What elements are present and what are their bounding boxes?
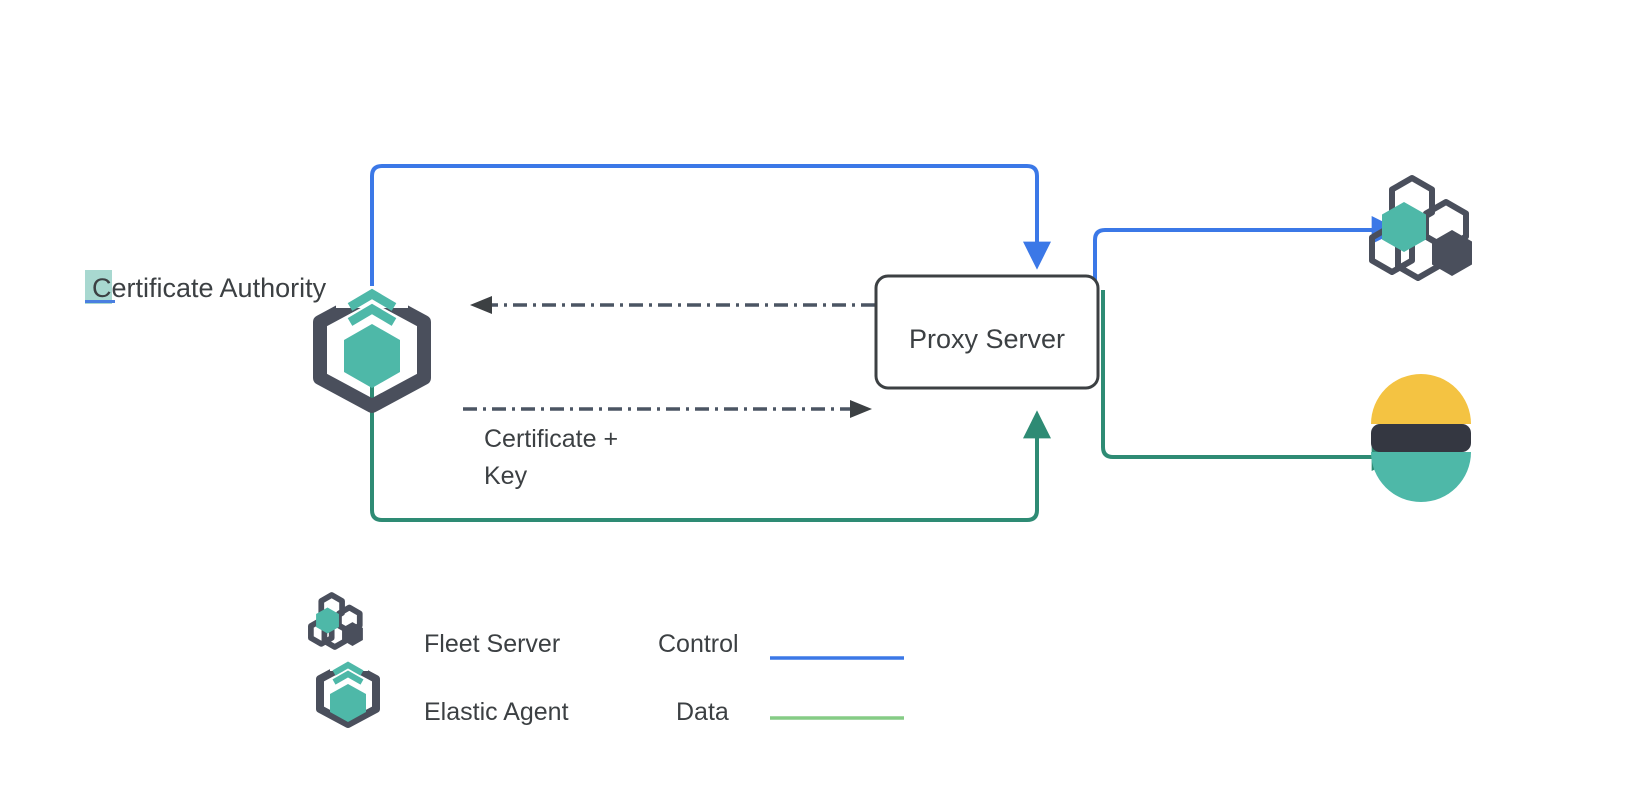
data-path-proxy-es: [1101, 290, 1400, 471]
control-path-proxy-fleet: [1093, 216, 1400, 290]
dashed-arrowhead-right: [850, 400, 872, 418]
node-label-proxy-server: Proxy Server: [909, 324, 1065, 354]
node-elasticsearch[interactable]: [1371, 374, 1471, 502]
edge-control-ca-to-proxy[interactable]: [370, 164, 1051, 290]
selection-underline: [85, 300, 115, 303]
edge-data-ca-to-proxy[interactable]: [370, 385, 1051, 522]
edge-label-certificate-key-line1: Certificate +: [484, 425, 618, 453]
fleet-server-icon: [1369, 175, 1472, 281]
elasticsearch-yellow-arc: [1371, 374, 1471, 424]
dashed-arrowhead-left: [470, 296, 492, 314]
legend: Fleet Server Elastic Agent Control: [308, 592, 904, 728]
edge-dashed-ca-to-proxy[interactable]: [463, 400, 872, 418]
legend-label-control: Control: [658, 630, 739, 658]
fleet-server-icon: [308, 592, 363, 650]
edge-data-proxy-to-elasticsearch[interactable]: [1101, 290, 1400, 471]
node-proxy-server[interactable]: Proxy Server: [874, 274, 1100, 390]
elastic-agent-icon: [316, 658, 380, 728]
legend-item-elastic-agent: Elastic Agent: [316, 658, 569, 728]
data-path-ca-proxy: [370, 385, 1051, 522]
legend-item-control: Control: [658, 630, 904, 660]
elasticsearch-teal-arc: [1371, 452, 1471, 502]
elastic-agent-icon: [313, 286, 431, 413]
node-fleet-server[interactable]: [1369, 175, 1472, 281]
legend-item-data: Data: [676, 698, 904, 726]
node-label-certificate-authority: Certificate Authority: [92, 273, 327, 303]
proxy-server-box: [874, 274, 1100, 390]
legend-label-fleet-server: Fleet Server: [424, 630, 560, 658]
legend-item-fleet-server: Fleet Server: [308, 592, 560, 658]
elasticsearch-dark-bar: [1371, 424, 1471, 452]
edge-dashed-proxy-to-ca[interactable]: [470, 296, 875, 314]
control-path-ca-proxy: [370, 164, 1051, 290]
edge-control-proxy-to-fleet[interactable]: [1093, 216, 1400, 290]
node-certificate-authority[interactable]: Certificate Authority: [85, 270, 431, 413]
selection-highlight: [85, 270, 112, 304]
elasticsearch-icon: [1371, 374, 1471, 502]
edge-label-certificate-key-line2: Key: [484, 462, 528, 490]
legend-label-elastic-agent: Elastic Agent: [424, 698, 569, 726]
legend-label-data: Data: [676, 698, 729, 726]
